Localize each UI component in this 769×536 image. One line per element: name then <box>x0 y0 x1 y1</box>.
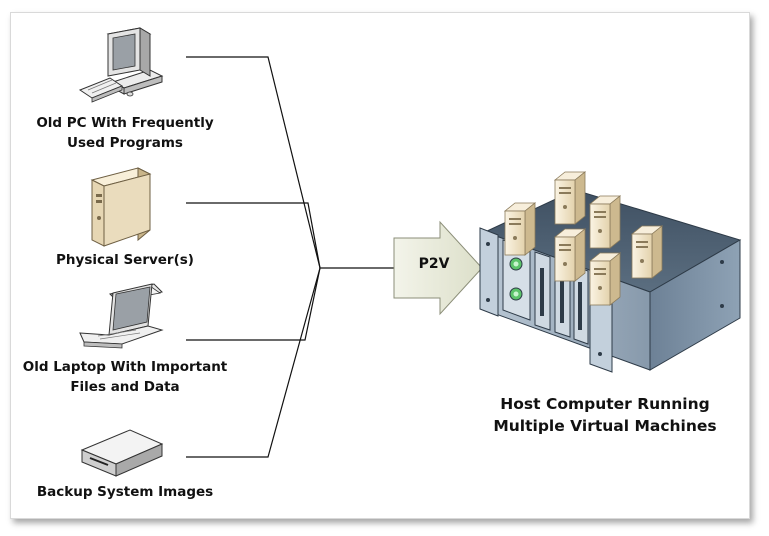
virtual-machine-icon <box>554 228 586 282</box>
backup-label-line1: Backup System Images <box>36 484 214 500</box>
virtual-machine-icon <box>589 252 621 306</box>
virtual-machine-icon <box>631 225 663 279</box>
connector-lines <box>186 56 394 458</box>
server-label: Physical Server(s) <box>20 250 230 270</box>
virtual-machine-icon <box>504 202 536 256</box>
backup-drive-icon <box>80 429 164 477</box>
connector-laptop <box>186 267 321 341</box>
pc-label-line1: Old PC With Frequently <box>36 115 214 131</box>
backup-label: Backup System Images <box>20 482 230 502</box>
connector-backup <box>186 267 321 458</box>
laptop-icon <box>79 283 164 349</box>
laptop-label-line2: Files and Data <box>70 379 180 395</box>
connector-server <box>186 202 321 269</box>
desktop-pc-icon <box>78 27 164 103</box>
host-label: Host Computer Running Multiple Virtual M… <box>470 393 740 437</box>
connector-pc <box>186 56 321 269</box>
host-label-line2: Multiple Virtual Machines <box>493 417 717 435</box>
pc-label: Old PC With Frequently Used Programs <box>20 113 230 153</box>
server-label-line1: Physical Server(s) <box>56 252 194 268</box>
pc-label-line2: Used Programs <box>67 135 183 151</box>
tower-server-icon <box>90 167 152 247</box>
virtual-machine-icon <box>554 171 586 225</box>
arrow-right-icon <box>393 220 483 316</box>
host-label-line1: Host Computer Running <box>500 395 710 413</box>
virtual-machine-icon <box>589 195 621 249</box>
p2v-label: P2V <box>418 256 450 272</box>
laptop-label: Old Laptop With Important Files and Data <box>14 357 236 397</box>
laptop-label-line1: Old Laptop With Important <box>22 359 228 375</box>
